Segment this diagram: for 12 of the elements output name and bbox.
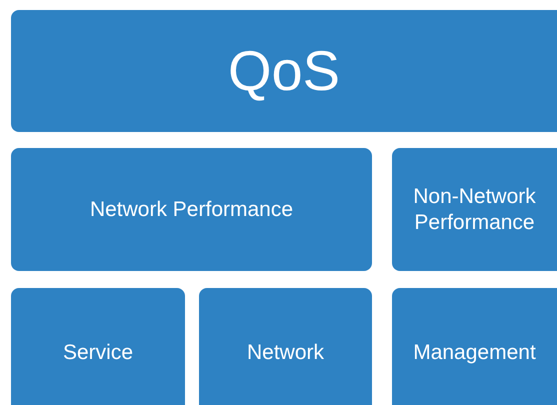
category-box — [199, 288, 372, 405]
box-label: QoS — [226, 38, 342, 104]
box-label: Service — [62, 340, 134, 366]
category-box — [392, 288, 557, 405]
category-box — [392, 148, 557, 271]
box-label: Network Performance — [88, 196, 294, 222]
box-label: Non-Network Performance — [412, 184, 537, 235]
category-box — [11, 148, 372, 271]
box-label: Management — [412, 340, 537, 366]
category-box — [11, 288, 185, 405]
box-label: Network — [246, 340, 326, 366]
category-box — [11, 10, 557, 132]
